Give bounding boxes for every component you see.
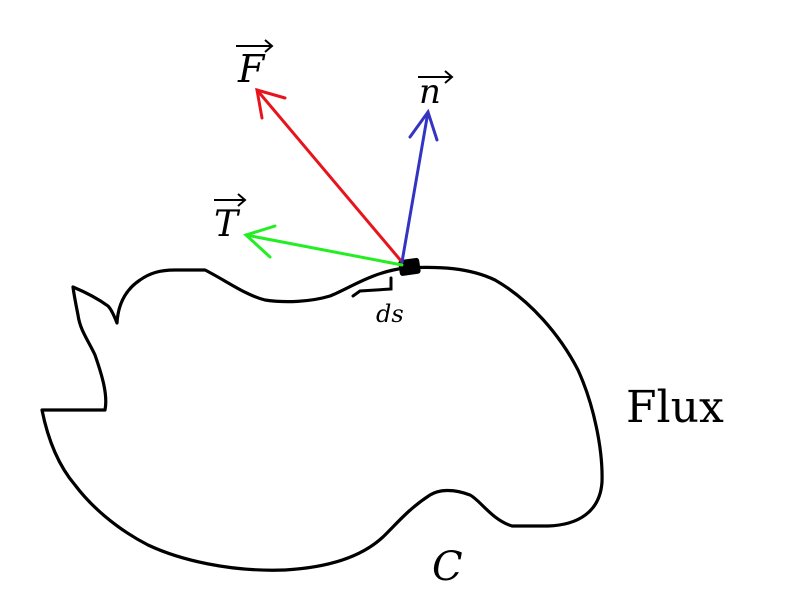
force-label-group: F (236, 39, 274, 91)
normal-label: n (419, 72, 441, 112)
force-vector (255, 87, 404, 264)
arc-element-label: ds (376, 300, 404, 328)
right-arrow-overline-icon (418, 70, 454, 84)
right-arrow-overline-icon (236, 39, 274, 53)
curve-label: C (432, 544, 463, 590)
point-marker (398, 257, 421, 276)
normal-vector (400, 108, 439, 264)
tangent-label: T (214, 204, 241, 245)
right-arrow-overline-icon (214, 193, 247, 207)
closed-curve-c (40, 265, 604, 572)
flux-caption: Flux (626, 382, 724, 433)
tangent-label-group: T (214, 193, 247, 245)
force-label: F (237, 47, 266, 91)
normal-label-group: n (418, 70, 454, 112)
ds-bracket (351, 276, 393, 298)
tangent-vector (243, 224, 404, 267)
